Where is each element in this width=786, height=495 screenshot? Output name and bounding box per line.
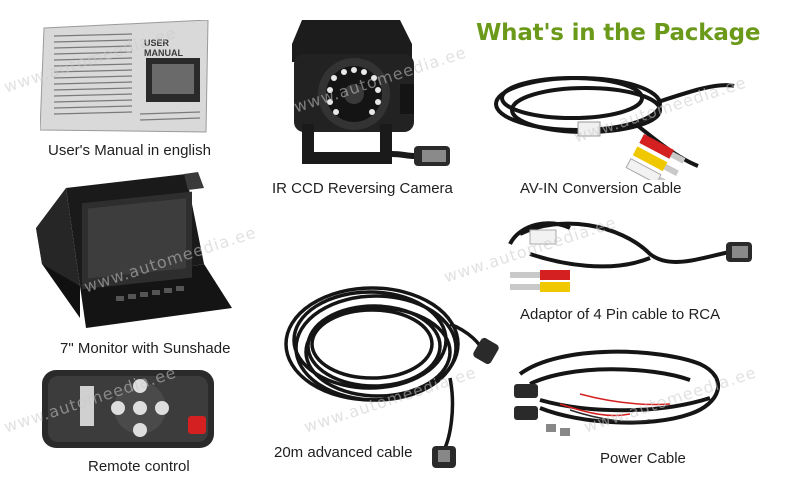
av-in-cable-image <box>488 62 748 189</box>
av-cable-caption: AV-IN Conversion Cable <box>520 180 682 197</box>
manual-header-text: USER MANUAL <box>144 38 183 58</box>
manual-caption: User's Manual in english <box>48 142 211 159</box>
monitor-image <box>36 168 242 338</box>
cable-20m-caption: 20m advanced cable <box>274 444 413 461</box>
adaptor-cable-image <box>500 214 760 298</box>
power-cable-image <box>500 344 750 448</box>
user-manual-image: USER MANUAL <box>39 19 210 135</box>
cable-20m-image <box>280 278 500 478</box>
camera-caption: IR CCD Reversing Camera <box>272 180 453 197</box>
power-cable-caption: Power Cable <box>600 450 686 467</box>
remote-caption: Remote control <box>88 458 190 475</box>
remote-control-image <box>40 366 216 452</box>
page-title: What's in the Package <box>476 20 761 46</box>
adaptor-caption: Adaptor of 4 Pin cable to RCA <box>520 306 721 323</box>
monitor-caption: 7" Monitor with Sunshade <box>60 340 231 357</box>
reversing-camera-image <box>282 14 462 174</box>
